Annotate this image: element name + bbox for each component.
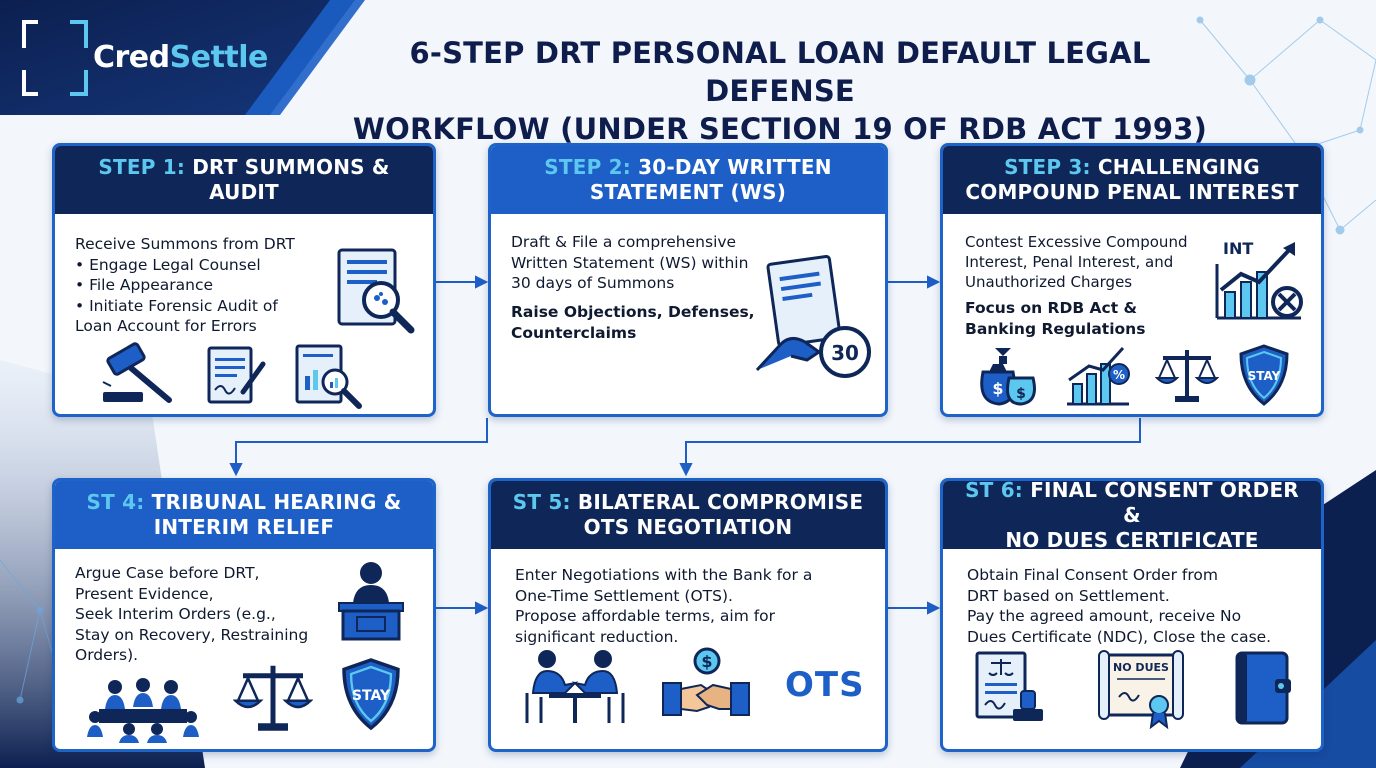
step-3-title-line-2: COMPOUND PENAL INTEREST — [965, 180, 1299, 204]
step-2-number: STEP 2: — [544, 155, 631, 179]
page-title: 6-STEP DRT PERSONAL LOAN DEFAULT LEGAL D… — [340, 34, 1220, 148]
step-4-number: ST 4: — [86, 490, 145, 514]
step-1-number: STEP 1: — [98, 155, 186, 179]
step-4-title-line-2: INTERIM RELIEF — [153, 515, 335, 539]
handshake-dollar-icon: $ — [662, 647, 750, 716]
step-6-title-line-2: NO DUES CERTIFICATE — [1005, 527, 1259, 552]
step-5-number: ST 5: — [512, 490, 571, 514]
step-2-title-line-2: STATEMENT (WS) — [589, 180, 787, 204]
step-6-number: ST 6: — [965, 478, 1024, 502]
step-3-number: STEP 3: — [1004, 155, 1091, 179]
step-1-card: STEP 1: DRT SUMMONS & AUDIT Receive Summ… — [52, 143, 436, 417]
step-3-body-1: Contest Excessive Compound Interest, Pen… — [965, 233, 1188, 291]
stay-label: STAY — [352, 688, 391, 704]
closed-file-icon — [1235, 651, 1291, 725]
judge-icon — [338, 562, 404, 641]
stamped-order-icon — [975, 651, 1043, 721]
gavel-icon — [102, 342, 172, 403]
stay-label: STAY — [1248, 369, 1281, 383]
step-2-body-2: Raise Objections, Defenses, Counterclaim… — [511, 303, 755, 342]
step-4-header: ST 4: TRIBUNAL HEARING &INTERIM RELIEF — [55, 481, 433, 549]
svg-text:$: $ — [1016, 386, 1026, 402]
int-label: INT — [1223, 239, 1253, 258]
logo-part-cred: Cred — [93, 40, 170, 75]
signed-document-icon — [207, 346, 266, 404]
svg-text:%: % — [1113, 368, 1125, 382]
step-3-title-line-1: CHALLENGING — [1097, 155, 1260, 179]
hand-document-30-icon: 30 — [755, 254, 871, 378]
step-4-card: ST 4: TRIBUNAL HEARING &INTERIM RELIEF A… — [52, 478, 436, 752]
report-magnifier-icon — [295, 344, 362, 409]
growth-percent-icon: % — [1067, 346, 1130, 406]
deadline-badge: 30 — [831, 341, 859, 365]
brand-logo: CredSettle — [93, 40, 268, 75]
step-5-title-line-2: OTS NEGOTIATION — [583, 515, 793, 539]
step-2-body-1: Draft & File a comprehensive Written Sta… — [511, 233, 749, 292]
title-line-2: WORKFLOW (UNDER SECTION 19 OF RDB ACT 19… — [352, 112, 1208, 146]
step-4-body: Argue Case before DRT, Present Evidence,… — [75, 564, 309, 664]
step-5-body: Enter Negotiations with the Bank for a O… — [515, 566, 813, 646]
step-6-card: ST 6: FINAL CONSENT ORDER &NO DUES CERTI… — [940, 478, 1324, 752]
money-bags-icon: $ $ — [980, 348, 1036, 406]
scales-icon — [1155, 350, 1219, 402]
svg-text:$: $ — [701, 652, 712, 671]
step-6-body: Obtain Final Consent Order from DRT base… — [967, 566, 1272, 646]
step-1-body: Receive Summons from DRT • Engage Legal … — [75, 235, 295, 335]
title-line-1: 6-STEP DRT PERSONAL LOAN DEFAULT LEGAL D… — [409, 36, 1151, 108]
step-6-header: ST 6: FINAL CONSENT ORDER &NO DUES CERTI… — [943, 478, 1321, 552]
step-1-title: DRT SUMMONS & AUDIT — [192, 155, 390, 204]
negotiation-table-icon — [525, 650, 625, 723]
step-5-title-line-1: BILATERAL COMPROMISE — [577, 490, 864, 514]
step-3-body-2: Focus on RDB Act & Banking Regulations — [965, 299, 1146, 338]
interest-chart-icon: INT — [1215, 239, 1303, 320]
meeting-table-icon — [87, 678, 199, 743]
ots-label: OTS — [785, 665, 865, 705]
step-1-header: STEP 1: DRT SUMMONS & AUDIT — [55, 146, 433, 214]
no-dues-certificate-icon: NO DUES — [1098, 650, 1184, 730]
scales-icon — [233, 665, 313, 731]
stay-shield-icon: STAY — [342, 658, 400, 731]
svg-text:$: $ — [992, 379, 1003, 398]
logo-part-settle: Settle — [169, 40, 269, 75]
step-6-title-line-1: FINAL CONSENT ORDER & — [1030, 478, 1299, 527]
step-2-title-line-1: 30-DAY WRITTEN — [638, 155, 832, 179]
step-4-title-line-1: TRIBUNAL HEARING & — [151, 490, 402, 514]
no-dues-label: NO DUES — [1113, 661, 1169, 674]
stay-shield-icon: STAY — [1239, 344, 1289, 406]
document-search-icon — [337, 248, 415, 334]
